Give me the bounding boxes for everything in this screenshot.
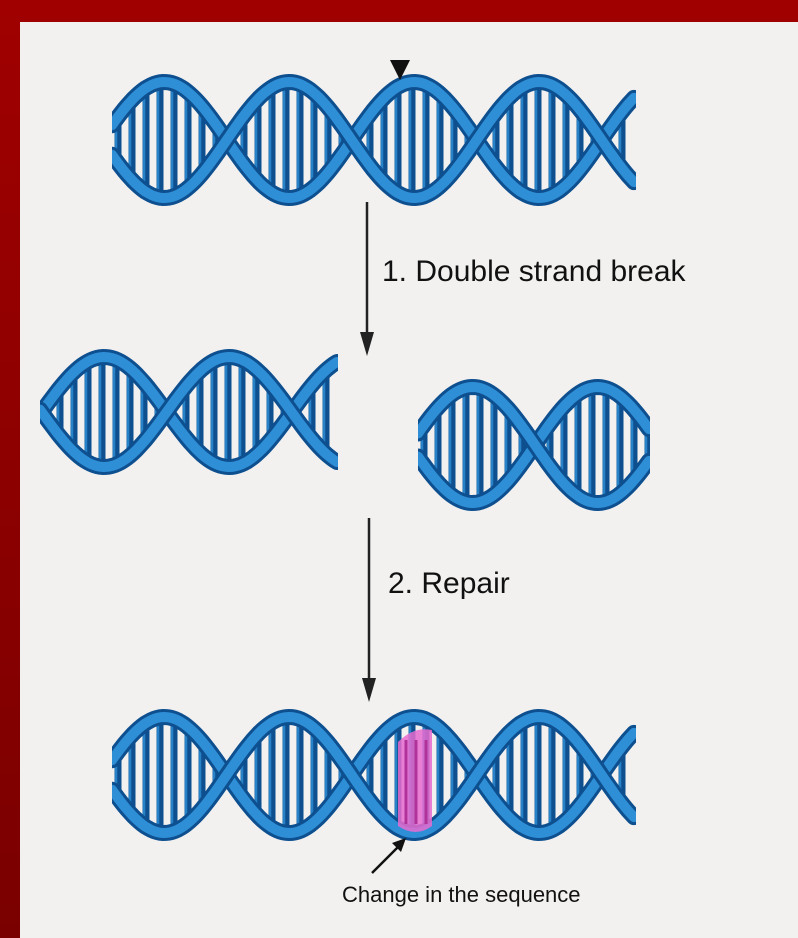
step-2-label: 2. Repair [388, 567, 510, 601]
step-1-label: 1. Double strand break [382, 255, 686, 289]
dna-helix-repaired [112, 717, 634, 833]
dna-helix-broken-left [40, 357, 337, 467]
change-caption: Change in the sequence [342, 882, 581, 908]
down-arrow-icon [362, 518, 376, 702]
down-arrow-icon [360, 202, 374, 356]
dna-helix-broken-right [418, 387, 649, 503]
dna-helix-intact [112, 82, 634, 198]
pointer-arrow-icon [372, 838, 406, 873]
sequence-change-highlight [398, 729, 432, 832]
